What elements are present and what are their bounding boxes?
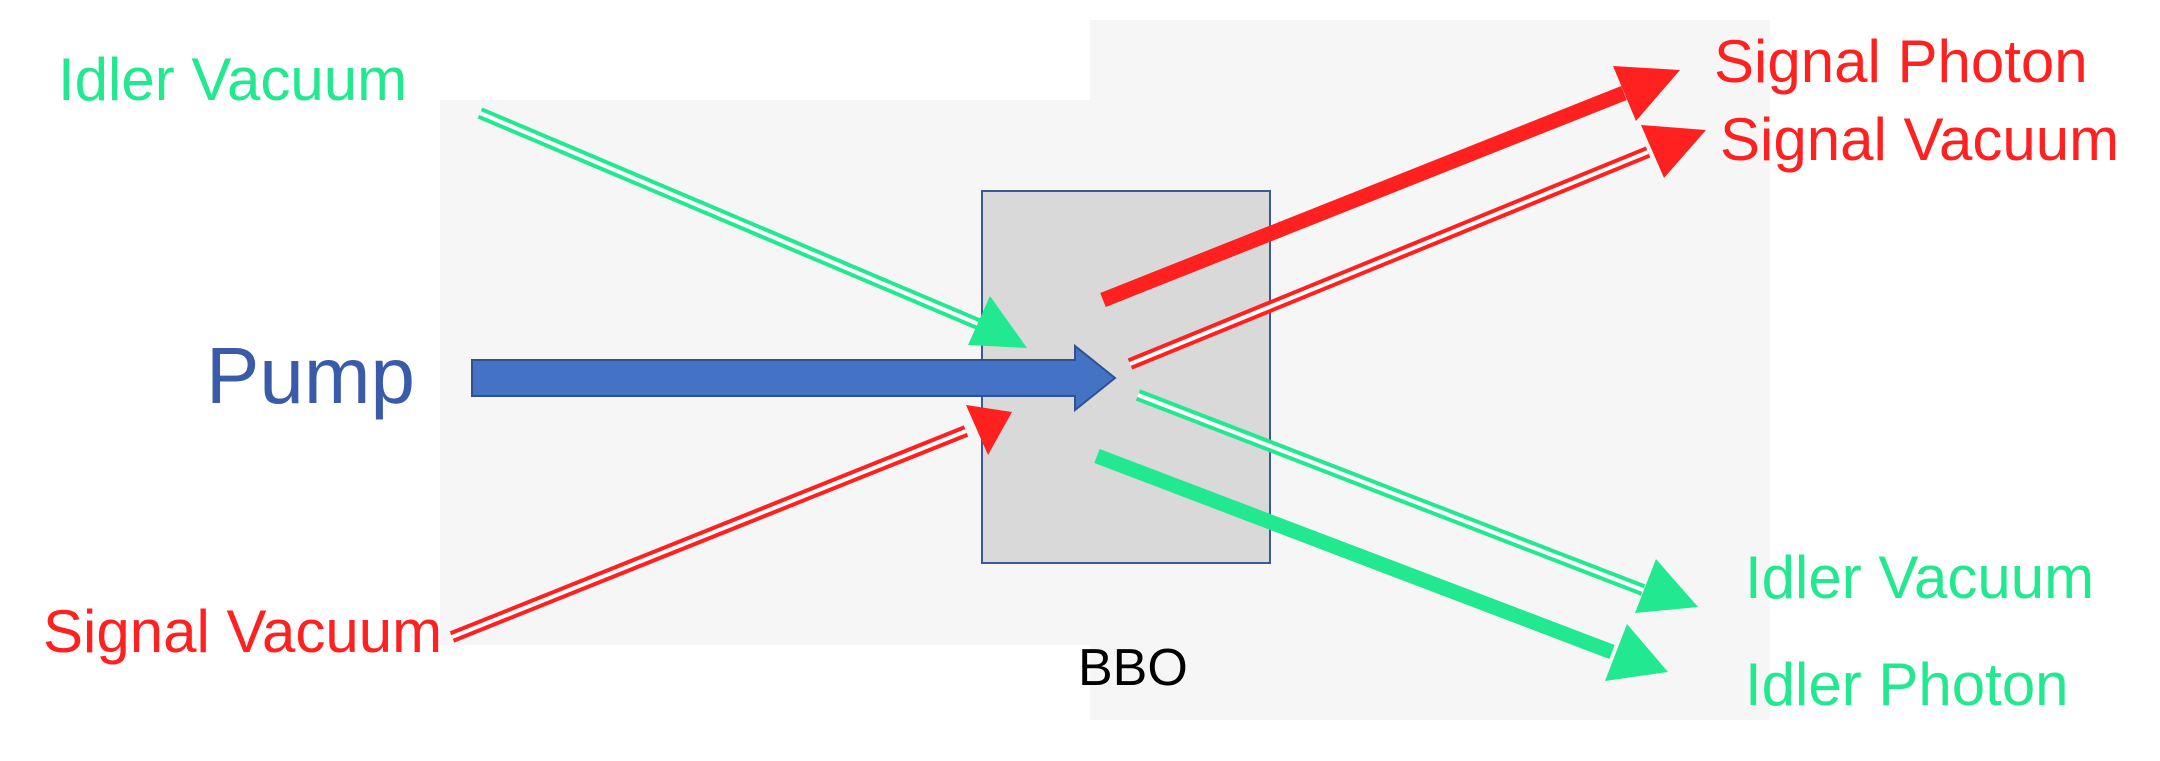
pump-label: Pump	[206, 331, 415, 420]
signal-photon-out-arrow	[1100, 66, 1680, 307]
idler-photon-out-arrow	[1094, 448, 1668, 681]
idler-vacuum-in-arrow	[477, 107, 1027, 348]
signal-photon-out-label: Signal Photon	[1714, 28, 2088, 95]
pump-arrow	[471, 343, 1117, 413]
bbo-crystal-label: BBO	[1078, 639, 1188, 697]
signal-vacuum-in-arrow	[449, 405, 1012, 643]
signal-vacuum-in-label: Signal Vacuum	[43, 598, 443, 665]
signal-vacuum-out-label: Signal Vacuum	[1720, 106, 2120, 173]
signal-vacuum-out-arrow	[1127, 125, 1706, 370]
idler-vacuum-out-arrow	[1135, 389, 1698, 613]
idler-photon-out-label: Idler Photon	[1745, 651, 2069, 718]
idler-vacuum-out-label: Idler Vacuum	[1745, 544, 2095, 611]
idler-vacuum-in-label: Idler Vacuum	[58, 46, 408, 113]
